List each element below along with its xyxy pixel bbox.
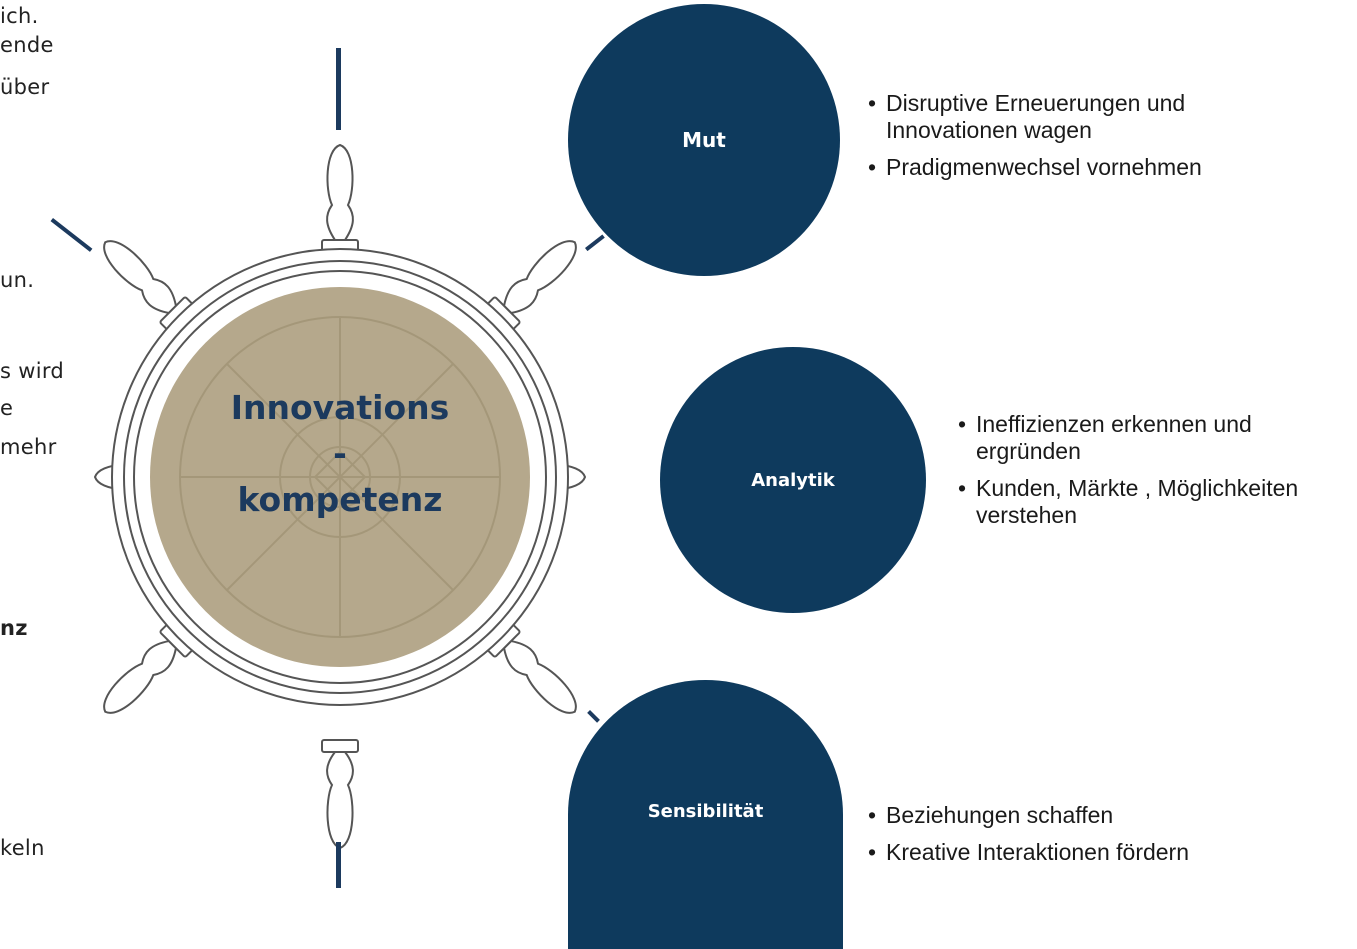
center-title-line3: kompetenz <box>237 480 443 519</box>
bubble-mut: Mut <box>568 4 840 276</box>
connector-dash <box>336 842 341 888</box>
center-title: Innovations - kompetenz <box>175 385 505 523</box>
bullet-item: Pradigmenwechsel vornehmen <box>868 154 1268 181</box>
text-fragment: keln <box>0 836 45 860</box>
text-fragment: s wird <box>0 359 65 383</box>
bullets-sensibilitaet: Beziehungen schaffen Kreative Interaktio… <box>868 802 1288 876</box>
text-fragment: ende <box>0 33 54 57</box>
text-fragment: un. <box>0 268 35 292</box>
text-fragment: mehr <box>0 435 57 459</box>
bullets-mut: Disruptive Erneuerungen und Innovationen… <box>868 90 1268 191</box>
ship-wheel-illustration <box>93 143 587 850</box>
center-title-line2: - <box>333 434 347 473</box>
bubble-label: Sensibilität <box>647 801 764 822</box>
text-fragment: über <box>0 75 50 99</box>
center-title-line1: Innovations <box>230 388 450 427</box>
text-fragment: nz <box>0 616 28 640</box>
bullets-analytik: Ineffizienzen erkennen und ergründen Kun… <box>958 411 1353 539</box>
connector-dash <box>336 48 341 130</box>
bubble-analytik: Analytik <box>660 347 926 613</box>
text-fragment: e <box>0 396 14 420</box>
bullet-item: Kreative Interaktionen fördern <box>868 839 1288 866</box>
bubble-label: Mut <box>682 128 726 152</box>
bullet-item: Kunden, Märkte , Möglichkeiten verstehen <box>958 475 1353 529</box>
bullet-item: Disruptive Erneuerungen und Innovationen… <box>868 90 1268 144</box>
bubble-label: Analytik <box>751 469 835 491</box>
bullet-item: Ineffizienzen erkennen und ergründen <box>958 411 1353 465</box>
bullet-item: Beziehungen schaffen <box>868 802 1288 829</box>
bubble-sensibilitaet: Sensibilität <box>568 680 843 949</box>
text-fragment: ich. <box>0 4 39 28</box>
